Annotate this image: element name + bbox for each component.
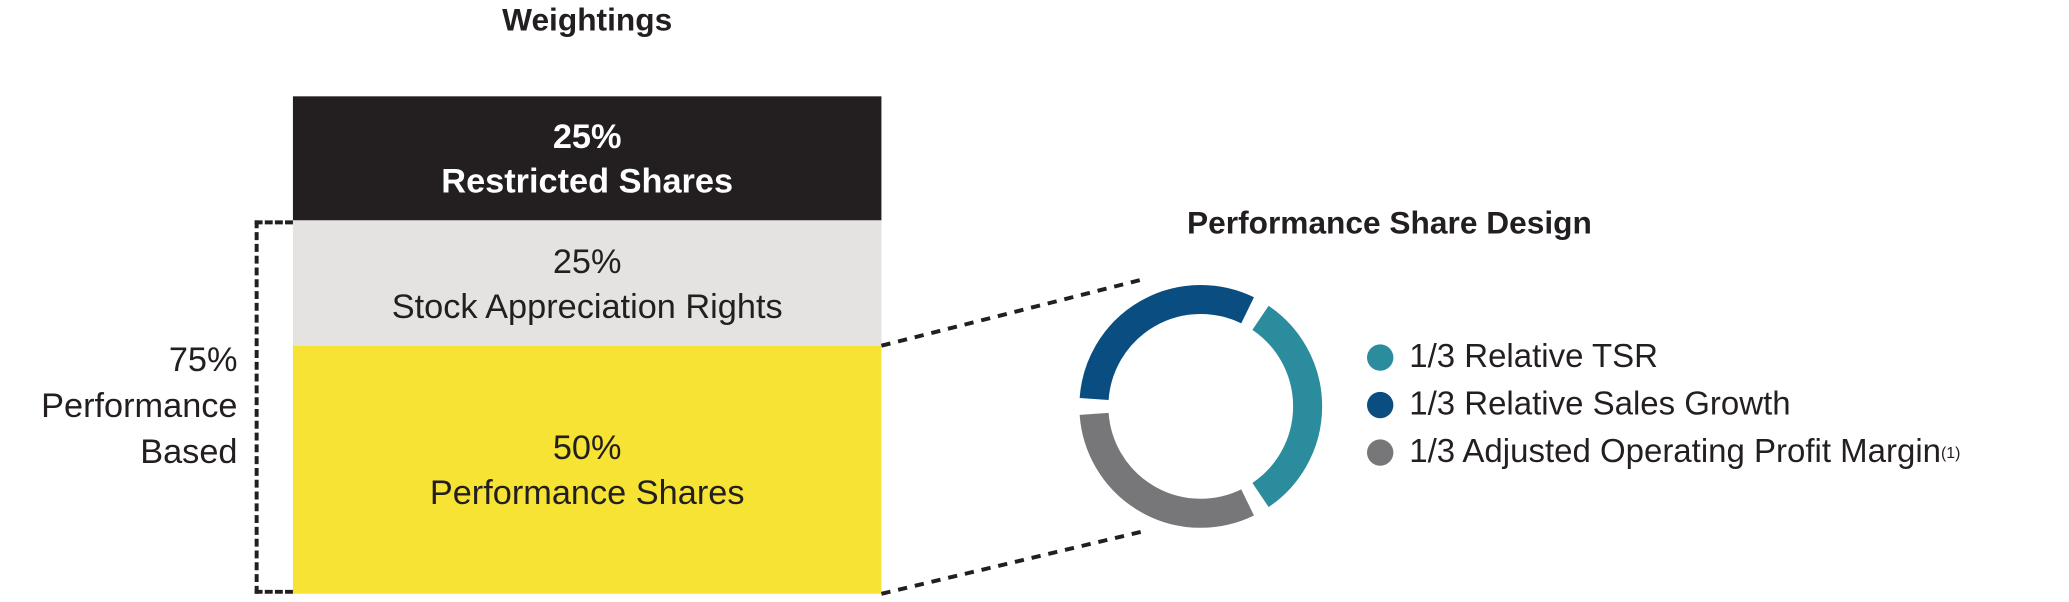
- segment-percent: 50%: [552, 427, 622, 468]
- legend-dot-icon: [1367, 391, 1394, 418]
- legend-label: 1/3 Adjusted Operating Profit Margin: [1409, 432, 1942, 470]
- performance-based-bracket: [254, 220, 293, 594]
- segment-performance-shares: 50% Performance Shares: [292, 345, 882, 594]
- bracket-line1: Performance: [41, 385, 238, 425]
- donut-segment-adjusted-operating-profit-margin: [1079, 412, 1254, 528]
- performance-based-label: 75% Performance Based: [0, 336, 238, 475]
- connector-line-top: [880, 277, 1142, 348]
- psd-title: Performance Share Design: [1187, 205, 1592, 242]
- weightings-title: Weightings: [502, 2, 673, 39]
- performance-donut-chart: [1079, 285, 1323, 528]
- donut-segment-relative-tsr: [1252, 305, 1323, 508]
- segment-label: Restricted Shares: [441, 160, 734, 201]
- legend-dot-icon: [1367, 343, 1394, 371]
- legend-label: 1/3 Relative Sales Growth: [1409, 385, 1791, 423]
- legend-dot-icon: [1367, 438, 1394, 466]
- segment-percent: 25%: [552, 116, 622, 156]
- connector-line-bottom: [880, 529, 1142, 596]
- footnote-marker: (1): [1941, 442, 1961, 462]
- segment-label: Stock Appreciation Rights: [391, 285, 783, 326]
- donut-segment-relative-sales-growth: [1079, 285, 1254, 401]
- legend-item-relative-tsr: 1/3 Relative TSR: [1367, 338, 1658, 376]
- bracket-percent: 75%: [168, 339, 238, 379]
- bracket-line2: Based: [140, 431, 238, 472]
- segment-percent: 25%: [552, 240, 622, 281]
- segment-restricted-shares: 25% Restricted Shares: [292, 96, 882, 221]
- legend-label: 1/3 Relative TSR: [1409, 337, 1658, 375]
- legend-item-adjusted-operating-profit-margin: 1/3 Adjusted Operating Profit Margin(1): [1367, 433, 1960, 471]
- legend-item-relative-sales-growth: 1/3 Relative Sales Growth: [1367, 385, 1791, 423]
- segment-stock-appreciation-rights: 25% Stock Appreciation Rights: [292, 220, 882, 346]
- segment-label: Performance Shares: [429, 472, 745, 512]
